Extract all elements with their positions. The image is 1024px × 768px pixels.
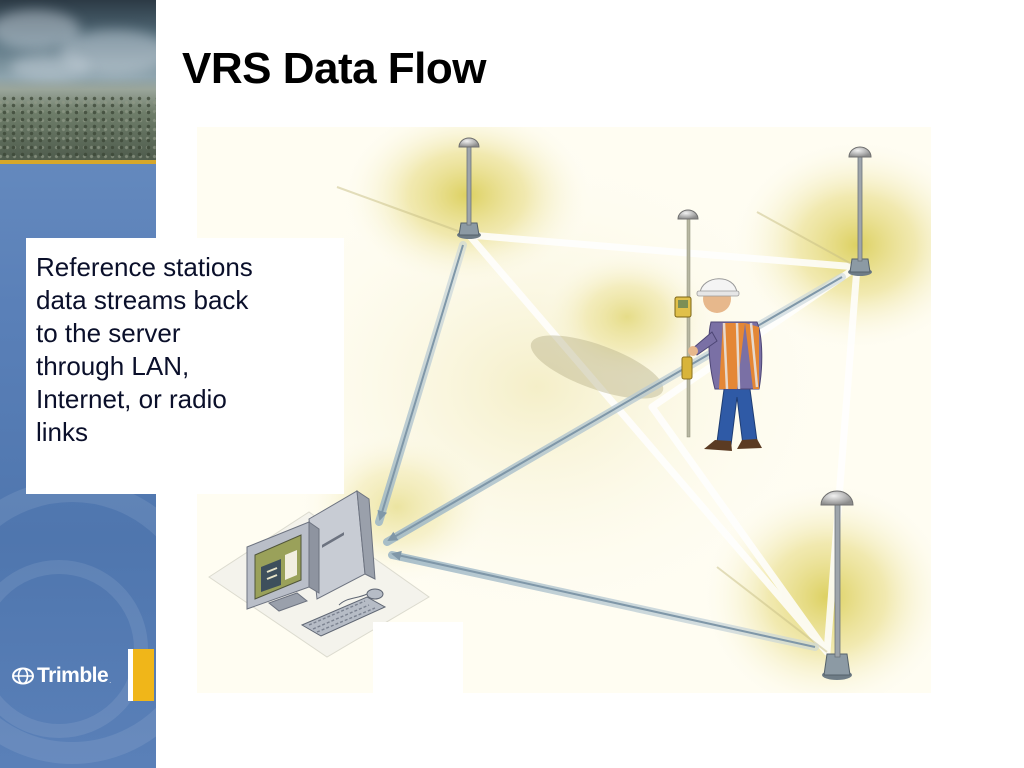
- caption-box: Reference stations data streams back to …: [26, 238, 344, 494]
- vrs-illustration: [197, 127, 931, 693]
- arrow-from-station-1: [377, 244, 464, 521]
- gps-antenna-icon: [820, 490, 854, 680]
- logo-accent-bar: [128, 649, 154, 701]
- landscape-photo: [0, 0, 156, 160]
- trimble-globe-icon: [12, 667, 34, 685]
- arrow-from-station-2: [387, 276, 843, 542]
- logo-trademark: .: [109, 677, 112, 685]
- server-computer-icon: [208, 489, 430, 658]
- mouse-icon: [338, 588, 384, 606]
- rover-antenna-icon: [677, 209, 699, 220]
- keyboard-icon: [300, 596, 387, 637]
- surveyor-icon: [674, 209, 763, 451]
- gps-antenna-icon: [848, 146, 872, 276]
- slide-title: VRS Data Flow: [182, 44, 487, 93]
- trimble-logo: Trimble .: [12, 661, 111, 691]
- rover-pole: [686, 216, 691, 438]
- logo-text: Trimble: [37, 664, 109, 687]
- arrow-from-station-3: [391, 550, 816, 648]
- surveyor-shadow: [530, 335, 664, 399]
- gold-stripe: [0, 160, 156, 164]
- gps-antenna-icon: [457, 137, 481, 239]
- caption-text: Reference stations data streams back to …: [36, 252, 253, 447]
